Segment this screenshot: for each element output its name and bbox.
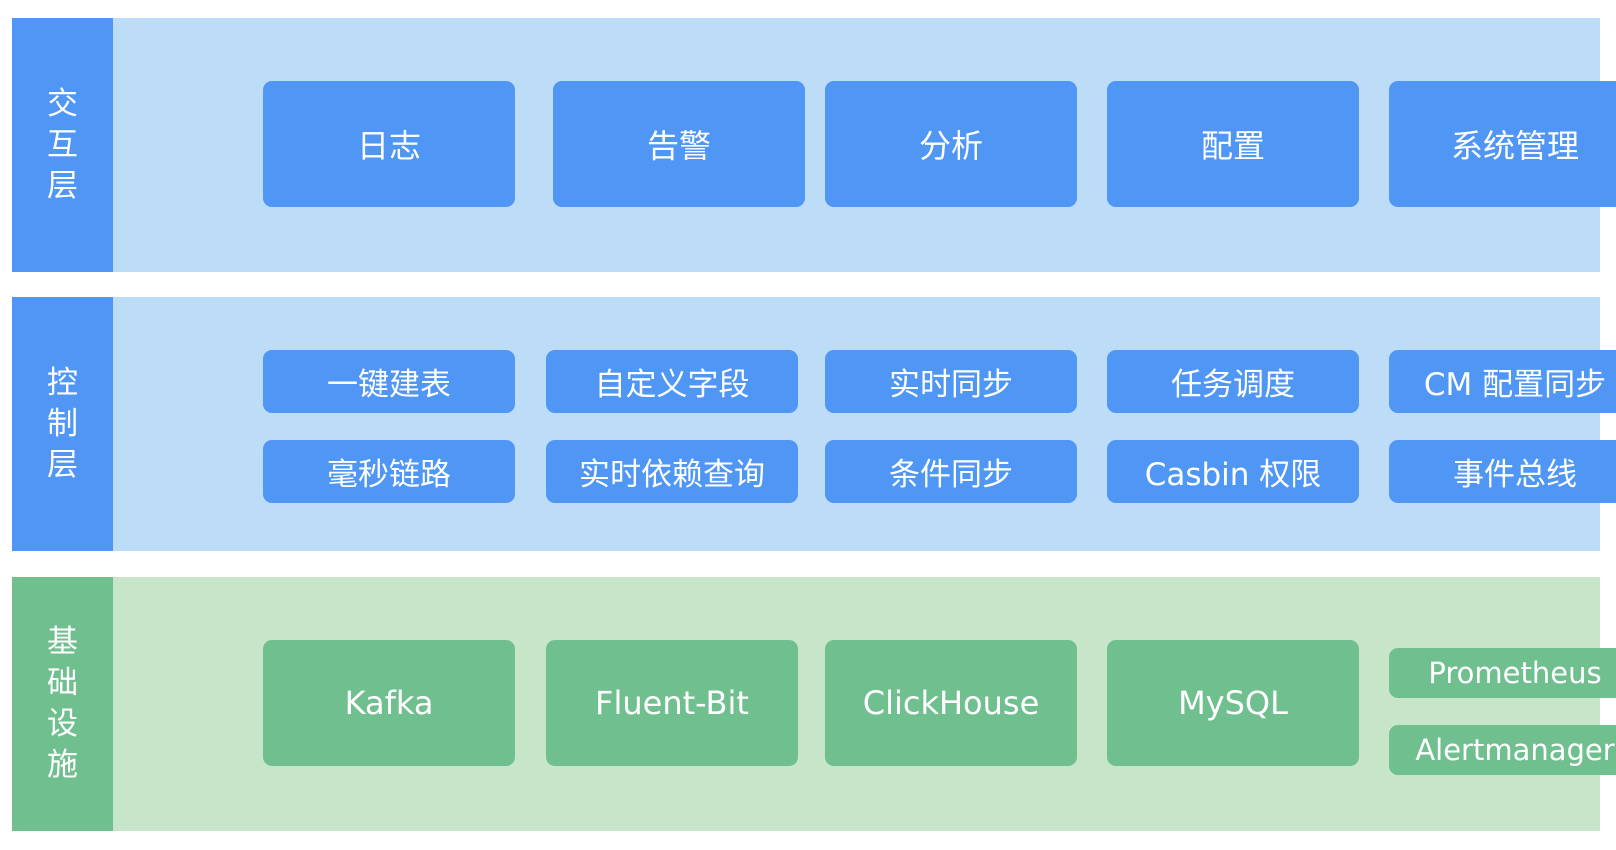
infrastructure-layer-label: 基础设施 [12,577,113,831]
interaction-layer-label: 交互层 [12,18,113,272]
infrastructure-layer-panel: Kafka Fluent-Bit ClickHouse MySQL Promet… [113,577,1616,831]
interaction-layer-panel: 日志 告警 分析 配置 系统管理 [113,18,1616,272]
module-realtime-dependency-query: 实时依赖查询 [546,440,798,503]
component-prometheus: Prometheus [1389,648,1616,698]
module-conditional-sync: 条件同步 [825,440,1077,503]
infrastructure-layer-title: 基础设施 [47,624,78,783]
module-config: 配置 [1107,81,1359,207]
infrastructure-layer: 基础设施 Kafka Fluent-Bit ClickHouse MySQL P… [12,577,1616,831]
control-layer: 控制层 一键建表 自定义字段 实时同步 任务调度 CM 配置同步 毫秒链路 实时… [12,297,1616,551]
component-clickhouse: ClickHouse [825,640,1077,766]
component-alertmanager: Alertmanager [1389,725,1616,775]
component-fluent-bit: Fluent-Bit [546,640,798,766]
control-layer-panel: 一键建表 自定义字段 实时同步 任务调度 CM 配置同步 毫秒链路 实时依赖查询… [113,297,1616,551]
interaction-layer-title: 交互层 [47,85,78,204]
module-task-scheduling: 任务调度 [1107,350,1359,413]
component-mysql: MySQL [1107,640,1359,766]
module-analysis: 分析 [825,81,1077,207]
module-log: 日志 [263,81,515,207]
module-one-click-table: 一键建表 [263,350,515,413]
module-cm-config-sync: CM 配置同步 [1389,350,1616,413]
interaction-layer: 交互层 日志 告警 分析 配置 系统管理 [12,18,1616,272]
module-millisecond-trace: 毫秒链路 [263,440,515,503]
component-kafka: Kafka [263,640,515,766]
module-alert: 告警 [553,81,805,207]
module-custom-fields: 自定义字段 [546,350,798,413]
module-realtime-sync: 实时同步 [825,350,1077,413]
module-system-management: 系统管理 [1389,81,1616,207]
control-layer-title: 控制层 [47,364,78,483]
module-casbin-permission: Casbin 权限 [1107,440,1359,503]
control-layer-label: 控制层 [12,297,113,551]
module-event-bus: 事件总线 [1389,440,1616,503]
